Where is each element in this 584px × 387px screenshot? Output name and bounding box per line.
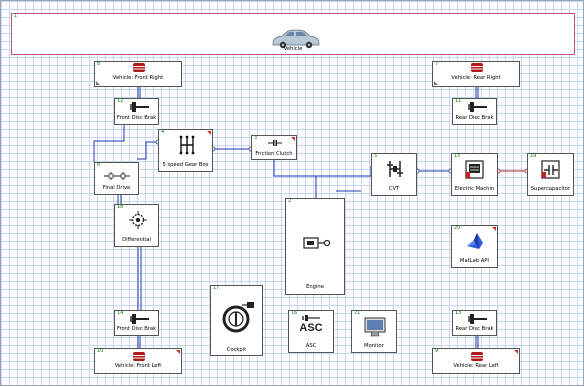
block-number: 10 [97, 348, 104, 354]
rear-disc-brake-bottom-block[interactable]: 13 Rear Disc Brak [452, 310, 497, 336]
block-label: Engine [306, 284, 324, 290]
block-label: CVT [388, 186, 400, 192]
wheel-icon [133, 63, 145, 72]
block-label: Front Disc Brak [116, 326, 157, 332]
clutch-icon [268, 140, 282, 146]
rear-left-wheel-block[interactable]: 9 Vehicle: Rear Left [432, 348, 520, 374]
block-number: 4 [161, 129, 165, 135]
block-number: 21 [354, 310, 361, 316]
monitor-block[interactable]: 21 Monitor [351, 310, 397, 353]
block-number: 15 [454, 153, 461, 159]
block-label: Electric Machin [454, 186, 495, 192]
block-label: Differential [122, 237, 151, 243]
block-label: ASC [305, 343, 317, 349]
engine-icon [303, 237, 331, 249]
block-number: 12 [117, 98, 124, 104]
wheel-icon [133, 352, 145, 361]
differential-block[interactable]: 18 Differential [114, 204, 159, 247]
differential-icon [129, 211, 147, 229]
final-drive-icon [104, 172, 130, 180]
block-number: 6 [97, 162, 101, 168]
asc-icon [302, 315, 320, 321]
rear-disc-brake-top-block[interactable]: 11 Rear Disc Brak [452, 98, 497, 125]
block-label: Cockpit [226, 347, 247, 353]
final-drive-block[interactable]: 6 Final Drive [94, 162, 139, 195]
disc-brake-icon [130, 102, 149, 112]
block-number: 18 [117, 204, 124, 210]
front-disc-brake-bottom-block[interactable]: 14 Front Disc Brak [114, 310, 159, 336]
gear-box-block[interactable]: 4 5 speed Gear Box [158, 129, 213, 172]
cockpit-block[interactable]: 17 Cockpit [210, 285, 263, 356]
block-label: Vehicle: Rear Right [451, 75, 501, 81]
rear-right-wheel-block[interactable]: 7 Vehicle: Rear Right [432, 61, 520, 87]
block-number: 16 [291, 310, 298, 316]
wheel-icon [471, 63, 483, 72]
block-number: 17 [213, 285, 220, 291]
block-label: Vehicle: Front Right [112, 75, 164, 81]
block-label: Final Drive [102, 185, 131, 191]
block-number: 2 [288, 198, 292, 204]
block-number: 11 [455, 98, 462, 104]
block-label: Rear Disc Brak [455, 326, 494, 332]
block-number: 1 [14, 13, 18, 19]
electric-machine-icon [465, 160, 484, 179]
cvt-icon [387, 161, 403, 177]
gearbox-icon [179, 135, 195, 155]
block-number: 8 [97, 61, 101, 67]
block-number: 13 [455, 310, 462, 316]
front-left-wheel-block[interactable]: 10 Vehicle: Front Left [94, 348, 182, 374]
cvt-block[interactable]: 5 CVT [371, 153, 417, 196]
block-label: Rear Disc Brak [455, 115, 494, 121]
electric-machine-block[interactable]: 15 Electric Machin [451, 153, 498, 196]
block-label: Friction Clutch [255, 151, 293, 157]
block-label: Supercapacitor [530, 186, 571, 192]
block-label: Vehicle [283, 46, 303, 52]
disc-brake-icon [130, 314, 149, 324]
disc-brake-icon [468, 314, 487, 324]
steering-wheel-icon [222, 302, 254, 333]
block-number: 3 [254, 135, 258, 141]
vehicle-block[interactable]: 1 Vehicle [11, 13, 575, 55]
block-label: Monitor [364, 343, 384, 349]
front-disc-brake-top-block[interactable]: 12 Front Disc Brak [114, 98, 159, 125]
matlab-api-block[interactable]: 20 MatLab API [451, 225, 498, 268]
block-number: 14 [117, 310, 124, 316]
friction-clutch-block[interactable]: 3 Friction Clutch [251, 135, 297, 160]
block-number: 19 [530, 153, 537, 159]
monitor-icon [364, 317, 386, 337]
block-label: MatLab API [460, 258, 489, 264]
front-right-wheel-block[interactable]: 8 Vehicle: Front Right [94, 61, 182, 87]
asc-block[interactable]: 16 ASC ASC [288, 310, 334, 353]
car-icon [272, 29, 320, 49]
engine-block[interactable]: 2 Engine [285, 198, 345, 295]
block-label: Vehicle: Front Left [114, 363, 162, 369]
block-number: 20 [454, 225, 461, 231]
block-number: 9 [435, 348, 439, 354]
wheel-icon [471, 352, 483, 361]
block-label: Front Disc Brak [116, 115, 157, 121]
supercapacitor-block[interactable]: 19 Supercapacitor [527, 153, 574, 196]
asc-text: ASC [299, 322, 323, 334]
block-number: 5 [374, 153, 378, 159]
block-label: Vehicle: Rear Left [453, 363, 499, 369]
matlab-icon [467, 233, 483, 249]
capacitor-icon [541, 160, 560, 179]
disc-brake-icon [468, 102, 487, 112]
block-label: 5 speed Gear Box [162, 162, 209, 168]
block-number: 7 [435, 61, 439, 67]
